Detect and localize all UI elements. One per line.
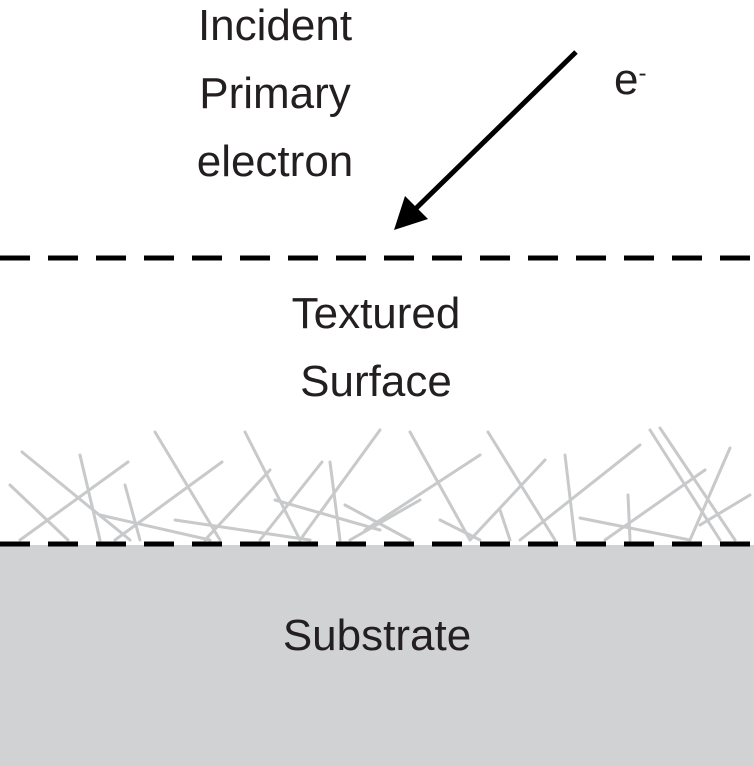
incident-label-line: electron (196, 137, 354, 186)
fiber (468, 458, 547, 542)
fiber (243, 430, 302, 542)
fiber (123, 483, 142, 542)
fiber (363, 453, 482, 532)
substrate-block (0, 545, 754, 766)
electron-symbol: e- (614, 54, 646, 106)
fiber (486, 430, 557, 542)
substrate-label: Substrate (282, 611, 472, 660)
electron-letter: e (614, 55, 639, 104)
fiber (173, 518, 312, 542)
fiber (78, 453, 102, 542)
surface-label-line: Textured (291, 289, 461, 338)
arrow-head (394, 196, 428, 230)
fiber (203, 468, 272, 542)
surface-fibers (8, 426, 752, 542)
fiber (20, 450, 132, 542)
surface-label-line: Surface (300, 357, 452, 406)
fiber (328, 460, 342, 542)
textured-surface-label: Textured Surface (226, 280, 526, 416)
incident-label-line: Primary (199, 69, 351, 118)
fiber (348, 498, 422, 542)
fiber (603, 468, 707, 542)
fiber (8, 483, 70, 542)
fiber (98, 513, 212, 542)
fiber (648, 428, 722, 542)
fiber (113, 460, 224, 542)
fiber (688, 446, 732, 542)
fiber (626, 493, 632, 542)
incident-electron-arrow (398, 50, 578, 226)
fiber (658, 426, 737, 542)
fiber (698, 493, 752, 527)
fiber (563, 453, 577, 542)
fiber (578, 516, 692, 542)
incident-primary-electron-label: Incident Primary electron (130, 0, 420, 196)
electron-charge: - (638, 60, 647, 87)
fiber (518, 443, 642, 542)
fiber (408, 430, 472, 542)
fiber (18, 460, 130, 542)
incident-label-line: Incident (197, 1, 353, 50)
fiber (273, 498, 382, 532)
fiber (498, 508, 512, 542)
fiber (298, 428, 382, 542)
fiber (258, 460, 324, 542)
